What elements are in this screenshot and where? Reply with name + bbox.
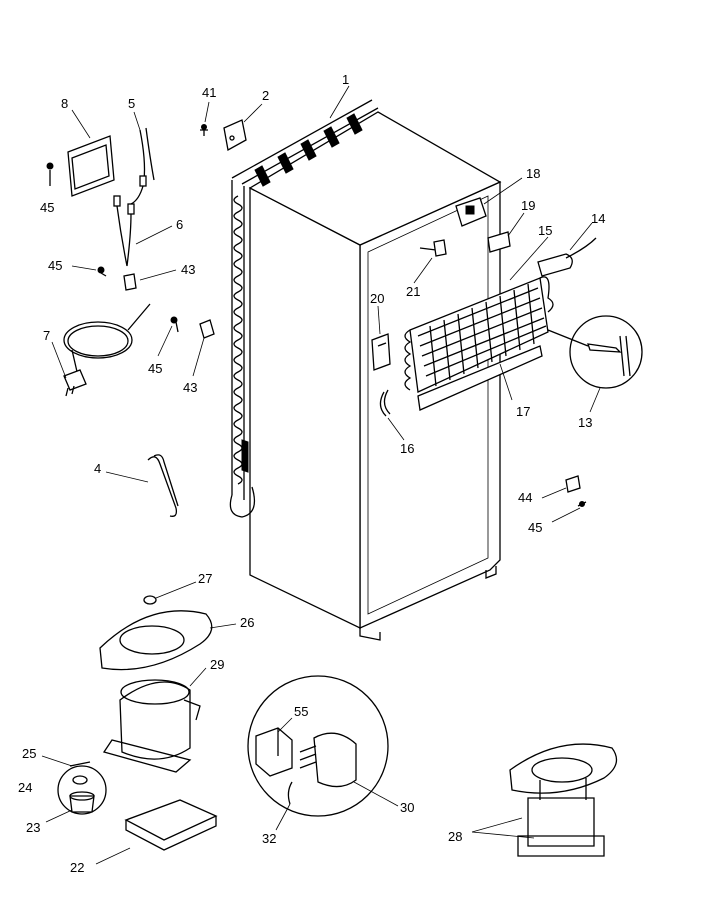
wire-part-16	[379, 389, 391, 417]
heater-part-14	[537, 237, 597, 277]
callout-29: 29	[210, 657, 224, 672]
base-bracket-part-22	[124, 799, 218, 851]
screw-part-45-top	[46, 162, 54, 186]
grommet-part-23	[69, 791, 95, 813]
bracket-part-2	[223, 119, 247, 152]
evaporator-part-15	[404, 276, 554, 393]
clip-part-21	[419, 239, 447, 257]
wire-harness-part-6	[113, 127, 155, 291]
callout-45-c: 45	[148, 361, 162, 376]
callout-13: 13	[578, 415, 592, 430]
power-cord-part-7	[63, 303, 151, 397]
callout-5: 5	[128, 96, 135, 111]
callout-28: 28	[448, 829, 462, 844]
overload-part-30	[299, 732, 357, 788]
callout-30: 30	[400, 800, 414, 815]
clip-part-44	[565, 475, 581, 493]
grommet-part-27	[143, 595, 157, 605]
compressor-part-29	[102, 679, 201, 773]
callout-20: 20	[370, 291, 384, 306]
relay-detail-circle	[247, 675, 389, 817]
callout-22: 22	[70, 860, 84, 875]
callout-45-a: 45	[40, 200, 54, 215]
callout-45-d: 45	[528, 520, 542, 535]
clip-part-43	[199, 319, 215, 339]
screw-part-45-lower	[170, 316, 179, 333]
callout-6: 6	[176, 217, 183, 232]
refrigerator-cabinet	[248, 111, 502, 641]
callout-55: 55	[294, 704, 308, 719]
washer-part-24	[72, 775, 88, 785]
callout-26: 26	[240, 615, 254, 630]
callout-41: 41	[202, 85, 216, 100]
callout-21: 21	[406, 284, 420, 299]
callout-32: 32	[262, 831, 276, 846]
screw-part-45-mid	[97, 266, 107, 277]
callout-18: 18	[526, 166, 540, 181]
detail-circle-grommet	[57, 765, 107, 815]
callout-45-b: 45	[48, 258, 62, 273]
tube-part-4	[147, 454, 179, 517]
shield-part-17	[417, 345, 543, 411]
clip-part-25	[69, 761, 91, 767]
callout-44: 44	[518, 490, 532, 505]
callout-23: 23	[26, 820, 40, 835]
callout-27: 27	[198, 571, 212, 586]
bracket-part-19	[487, 231, 511, 253]
callout-8: 8	[61, 96, 68, 111]
callout-25: 25	[22, 746, 36, 761]
compressor-assembly-part-28	[509, 743, 618, 857]
callout-2: 2	[262, 88, 269, 103]
cover-part-8	[67, 135, 115, 197]
callout-1: 1	[342, 72, 349, 87]
callout-43-b: 43	[183, 380, 197, 395]
callout-43-a: 43	[181, 262, 195, 277]
screw-part-41	[200, 124, 208, 136]
detail-circle-part-13	[547, 315, 643, 389]
callout-19: 19	[521, 198, 535, 213]
wire-part-32	[287, 781, 293, 805]
callout-4: 4	[94, 461, 101, 476]
callout-15: 15	[538, 223, 552, 238]
fan-bracket-part-18	[455, 197, 487, 227]
callout-16: 16	[400, 441, 414, 456]
drain-pan-part-26	[99, 610, 213, 671]
callout-7: 7	[43, 328, 50, 343]
callout-17: 17	[516, 404, 530, 419]
relay-part-55	[255, 727, 293, 777]
condenser-coil	[229, 99, 379, 518]
bracket-part-20	[371, 333, 391, 371]
callout-24: 24	[18, 780, 32, 795]
screw-part-45-right	[577, 501, 587, 507]
callout-14: 14	[591, 211, 605, 226]
